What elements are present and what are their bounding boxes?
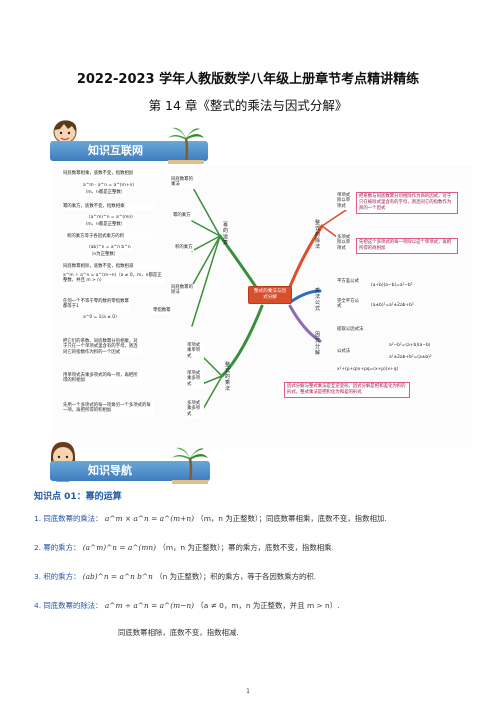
- item-power-of-product: 3. 积的乘方： (ab)^n = a^n b^n （n 为正整数）；积的乘方，…: [34, 571, 316, 582]
- formula-same-base-multiply: a^m · a^n = a^(m+n): [82, 182, 135, 190]
- label-zero-exponent: 零指数幂: [152, 307, 172, 315]
- document-title: 2022-2023 学年人教版数学八年级上册章节考点精讲精练: [76, 72, 420, 87]
- formula-power-of-power: (a^m)^n = a^(mn): [88, 214, 134, 222]
- item-label: 2. 幂的乘方：: [34, 543, 81, 552]
- item-formula: a^m ÷ a^n = a^(m−n): [104, 601, 194, 610]
- item-same-base-divide: 4. 同底数幂的除法： a^m ÷ a^n = a^(m−n) （a ≠ 0，m…: [34, 600, 339, 611]
- factorization-note: 因式分解与整式乘法是互逆变形，因式分解是把和差化为积的形式，整式乘法是把积化为和…: [284, 382, 410, 398]
- factor-diff-squares: a²−b²=(a+b)(a−b): [388, 342, 432, 350]
- branch-division: 整式的除法: [314, 220, 320, 250]
- mind-map: 整式的乘法与因式分解 幂的运算 整式的乘法 整式的除法 乘法公式 因式分解 同底…: [52, 166, 472, 448]
- label-mono-divide-mono: 单项式除以单项式: [336, 192, 354, 211]
- label-mono-times-mono: 单项式乘单项式: [186, 342, 204, 361]
- palm-tree-icon-2: [170, 444, 210, 488]
- page-number: 1: [246, 688, 250, 695]
- branch-factorization: 因式分解: [314, 332, 320, 356]
- rule-poly-divide-mono: 先把这个多项式的每一项除以这个单项式，再把所得的商相加: [356, 238, 458, 254]
- rule-power-of-product: 积的乘方等于各因式乘方的积: [66, 233, 152, 241]
- item-tail: （m，n 为正整数）；同底数幂相乘，底数不变，指数相加.: [196, 514, 387, 523]
- branch-power-operations: 幂的运算: [222, 222, 228, 246]
- label-perfect-square: 完全平方公式: [336, 298, 360, 311]
- rule-mono-divide-mono: 把系数与同底数幂分别相除作为商的因式，对于只在被除式里含有的字母，则连同它的指数…: [356, 192, 458, 214]
- factor-perfect-square: a²±2ab+b²=(a±b)²: [388, 354, 433, 362]
- branch-formulas: 乘法公式: [314, 288, 320, 312]
- item-tail: （n 为正整数）；积的乘方，等于各因数乘方的积.: [155, 572, 317, 581]
- rule-zero-exponent: 任何一个不等于零的数的零指数幂都等于1: [62, 298, 130, 311]
- formula-zero-exponent: a^0 = 1(a ≠ 0): [82, 314, 118, 322]
- rule-mono-times-mono: 把它们的系数、同底数幂分别相乘，对于只在一个单项式里含有的字母，则连同它的指数作…: [62, 338, 142, 357]
- branch-multiplication: 整式的乘法: [224, 362, 230, 392]
- item-label: 3. 积的乘方：: [34, 572, 81, 581]
- rule-poly-times-poly: 先用一个多项式的每一项乘另一个多项式的每一项，再把所得的积相加: [62, 402, 154, 415]
- knowledge-guide-banner: 知识导航: [50, 461, 210, 481]
- factor-common-factor: 提取公因式法: [336, 326, 365, 334]
- condition-mn-positive: （m、n都是正整数）: [82, 189, 127, 197]
- label-poly-divide-mono: 多项式除以单项式: [336, 234, 354, 253]
- condition-n-positive: （n为正整数）: [88, 251, 120, 259]
- formula-power-of-product: (ab)^n = a^n b^n: [88, 244, 132, 252]
- item-power-of-power: 2. 幂的乘方： (a^m)^n = a^(mn) （m，n 为正整数）；幂的乘…: [34, 542, 334, 553]
- item-tail: （m，n 为正整数）；幂的乘方，底数不变，指数相乘.: [158, 543, 334, 552]
- formula-same-base-divide: a^m ÷ a^n = a^(m−n)（a ≠ 0，m，n都是正整数，并且 m …: [62, 272, 164, 285]
- label-mono-times-poly: 单项式乘多项式: [186, 370, 204, 389]
- palm-tree-icon: [166, 124, 206, 168]
- rule-same-base-multiply: 同底数幂相乘，底数不变，指数相加: [62, 170, 160, 178]
- rule-power-of-power: 幂的乘方，底数不变，指数相乘: [62, 203, 154, 211]
- item-formula: a^m × a^n = a^(m+n): [104, 514, 194, 523]
- condition-mn-positive-2: （m、n都是正整数）: [82, 221, 127, 229]
- item-formula: (ab)^n = a^n b^n: [82, 572, 153, 581]
- formula-perfect-square: (a±b)²=a²±2ab+b²: [370, 302, 415, 310]
- item-formula: (a^m)^n = a^(mn): [82, 543, 157, 552]
- item-same-base-multiply: 1. 同底数幂的乘法： a^m × a^n = a^(m+n) （m，n 为正整…: [34, 513, 387, 524]
- item-label: 1. 同底数幂的乘法：: [34, 514, 103, 523]
- chapter-subtitle: 第 14 章《整式的乘法与因式分解》: [148, 98, 348, 113]
- factor-cross-multiply: x²+(p+q)x+pq=(x+p)(x+q): [336, 366, 400, 374]
- factor-formula-method: 公式法: [336, 348, 352, 356]
- label-difference-of-squares: 平方差公式: [336, 278, 360, 286]
- item4-note: 同底数幂相除，底数不变，指数相减.: [118, 628, 239, 637]
- formula-difference-of-squares: (a+b)(a−b)=a²−b²: [370, 282, 414, 290]
- item-tail: （a ≠ 0，m，n 为正整数，并且 m > n）.: [196, 601, 340, 610]
- knowledge-network-banner: 知识互联网: [50, 141, 208, 161]
- rule-same-base-divide: 同底数幂相除，底数不变，指数相减: [62, 263, 160, 271]
- section-title: 知识点 01：幂的运算: [34, 492, 122, 502]
- mind-map-hub: 整式的乘法与因式分解: [248, 286, 292, 304]
- rule-mono-times-poly: 用单项式去乘多项式的每一项，再把所得的积相加: [62, 372, 142, 385]
- item-label: 4. 同底数幂的除法：: [34, 601, 103, 610]
- label-power-of-product: 积的乘方: [174, 244, 194, 252]
- label-same-base-multiply: 同底数幂的乘法: [170, 176, 198, 189]
- label-power-of-power: 幂的乘方: [172, 212, 192, 220]
- label-same-base-divide: 同底数幂的除法: [170, 284, 198, 297]
- label-poly-times-poly: 多项式乘多项式: [186, 400, 204, 419]
